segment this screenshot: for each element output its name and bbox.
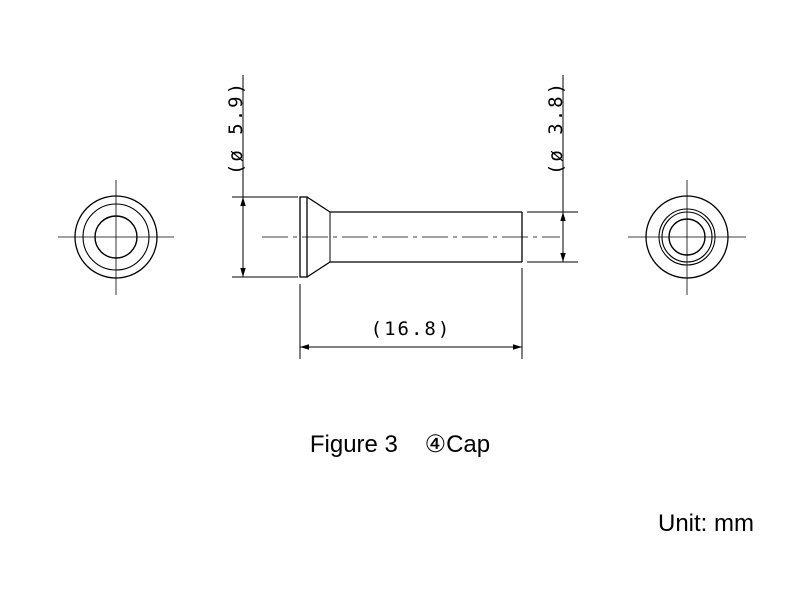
length-dimension xyxy=(299,268,523,359)
figure-caption: Figure 3 ④Cap xyxy=(0,430,800,459)
outer-diameter-label: (ø 5.9) xyxy=(225,81,247,175)
part-name: ④Cap xyxy=(424,431,491,458)
figure-number: Figure 3 xyxy=(309,431,398,458)
right-end-view xyxy=(628,180,746,295)
unit-label: Unit: mm xyxy=(658,510,754,537)
length-label: (16.8) xyxy=(371,318,452,340)
left-end-view xyxy=(58,180,174,295)
inner-diameter-label: (ø 3.8) xyxy=(545,81,567,175)
outer-diameter-dimension xyxy=(232,75,298,278)
side-view xyxy=(262,196,560,278)
inner-diameter-dimension xyxy=(527,75,578,263)
